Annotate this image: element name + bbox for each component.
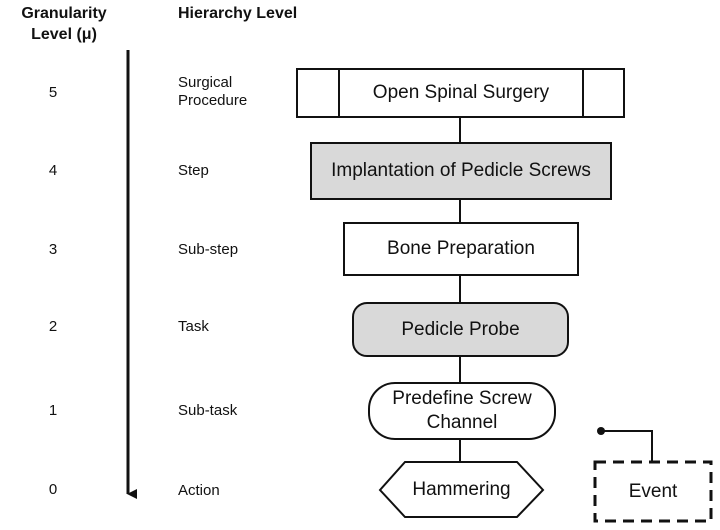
hierarchy-level-sub-step: Sub-step — [178, 241, 239, 258]
hierarchy-level-surgical-procedure: Surgical Procedure — [178, 74, 248, 109]
action-label: Hammering — [412, 478, 511, 500]
procedure-box — [296, 68, 625, 118]
granularity-level-2: 2 — [48, 318, 58, 335]
event-box — [593, 460, 713, 523]
hierarchy-level-header: Hierarchy Level — [178, 5, 298, 22]
step-label: Implantation of Pedicle Screws — [331, 160, 591, 181]
event-connector — [601, 430, 653, 462]
substep-label: Bone Preparation — [387, 238, 535, 259]
hierarchy-level-step: Step — [178, 162, 209, 179]
granularity-level-0: 0 — [48, 481, 58, 498]
subtask-box — [368, 382, 556, 440]
granularity-level-4: 4 — [48, 162, 58, 179]
granularity-level-3: 3 — [48, 241, 58, 258]
substep-box — [343, 222, 579, 276]
hierarchy-level-sub-task: Sub-task — [178, 402, 238, 419]
action-hexagon — [378, 461, 545, 518]
granularity-level-5: 5 — [48, 84, 58, 101]
task-label: Pedicle Probe — [401, 318, 520, 340]
granularity-level-1: 1 — [48, 402, 58, 419]
procedure-label: Open Spinal Surgery — [372, 82, 550, 103]
task-box — [352, 302, 569, 357]
event-label: Event — [628, 480, 678, 502]
subtask-label: Predefine Screw Channel — [392, 388, 532, 433]
step-box — [310, 142, 612, 200]
granularity-level-header: Granularity Level (μ) — [21, 5, 107, 43]
hierarchy-level-task: Task — [178, 318, 209, 335]
hierarchy-level-action: Action — [178, 482, 220, 499]
